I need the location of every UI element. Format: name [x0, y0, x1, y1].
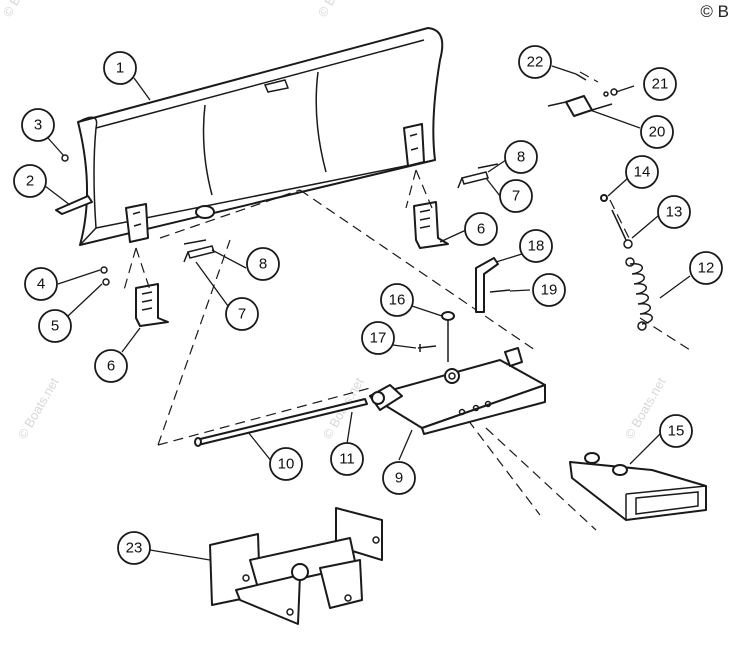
callout-12: 12: [689, 251, 723, 285]
lift-pin: [475, 257, 499, 313]
callout-7-right: 7: [499, 179, 533, 213]
spring: [625, 257, 653, 331]
svg-text:12: 12: [698, 260, 715, 277]
leader-lines: [44, 65, 691, 561]
small-bolt: [575, 73, 587, 81]
watermark-mid-left: © Boats.net: [15, 375, 62, 442]
callout-6-right: 6: [464, 212, 498, 246]
callout-22: 22: [518, 45, 552, 79]
svg-text:19: 19: [541, 282, 558, 299]
callout-23: 23: [117, 531, 151, 565]
hitch-pin: [441, 311, 455, 362]
svg-text:4: 4: [37, 276, 45, 293]
svg-text:17: 17: [370, 330, 387, 347]
callout-21: 21: [643, 67, 677, 101]
svg-text:7: 7: [512, 188, 520, 205]
callout-19: 19: [532, 273, 566, 307]
callout-6-left: 6: [94, 349, 128, 383]
push-rod: [194, 398, 368, 447]
svg-text:1: 1: [116, 60, 124, 77]
svg-text:21: 21: [652, 76, 669, 93]
callout-15: 15: [659, 414, 693, 448]
svg-text:7: 7: [238, 306, 246, 323]
svg-text:5: 5: [51, 318, 59, 335]
svg-text:3: 3: [34, 117, 42, 134]
svg-text:8: 8: [517, 149, 525, 166]
svg-text:2: 2: [26, 173, 34, 190]
nut: [600, 194, 608, 202]
svg-text:6: 6: [107, 358, 115, 375]
svg-text:23: 23: [126, 540, 143, 557]
hardware: [61, 154, 499, 286]
watermark-top-left: © Boats.net: [0, 0, 47, 19]
lynch-pin: [489, 289, 511, 293]
watermark-top-mid: © Boats.net: [315, 0, 362, 19]
callout-1: 1: [103, 51, 137, 85]
skid-shoe-right: [413, 201, 449, 249]
callout-20: 20: [640, 115, 674, 149]
washer: [603, 88, 618, 97]
bolt: [417, 344, 437, 352]
svg-text:13: 13: [666, 204, 683, 221]
svg-text:6: 6: [477, 221, 485, 238]
svg-text:9: 9: [395, 470, 403, 487]
svg-text:16: 16: [389, 292, 406, 309]
hitch-receiver: [569, 452, 707, 521]
copyright-mark: © B: [700, 2, 729, 21]
callout-7-left: 7: [225, 297, 259, 331]
svg-text:14: 14: [634, 164, 651, 181]
assembly-lines: [123, 71, 691, 531]
svg-text:10: 10: [278, 456, 295, 473]
eye-bolt: [611, 209, 633, 249]
a-frame: [369, 347, 546, 435]
plow-blade: [77, 27, 444, 246]
callout-5: 5: [38, 309, 72, 343]
callout-8-left: 8: [246, 247, 280, 281]
callout-4: 4: [24, 267, 58, 301]
callout-11: 11: [330, 442, 364, 476]
callout-18: 18: [519, 229, 553, 263]
callout-3: 3: [21, 108, 55, 142]
svg-text:8: 8: [259, 256, 267, 273]
blade-mount-right: [403, 123, 425, 167]
callout-2: 2: [13, 164, 47, 198]
svg-text:11: 11: [339, 451, 355, 468]
end-bracket: [55, 195, 93, 215]
callout-17: 17: [361, 321, 395, 355]
callout-13: 13: [657, 195, 691, 229]
svg-text:20: 20: [649, 124, 666, 141]
callout-14: 14: [625, 155, 659, 189]
frame-mount: [209, 507, 383, 625]
svg-text:18: 18: [528, 238, 545, 255]
svg-text:22: 22: [527, 54, 544, 71]
spring-bracket: [547, 95, 613, 117]
blade-mount-left: [125, 203, 149, 243]
svg-text:15: 15: [668, 423, 685, 440]
skid-shoe-left: [135, 283, 169, 327]
callout-16: 16: [380, 283, 414, 317]
callout-9: 9: [382, 461, 416, 495]
callout-10: 10: [269, 447, 303, 481]
callout-8-right: 8: [504, 140, 538, 174]
